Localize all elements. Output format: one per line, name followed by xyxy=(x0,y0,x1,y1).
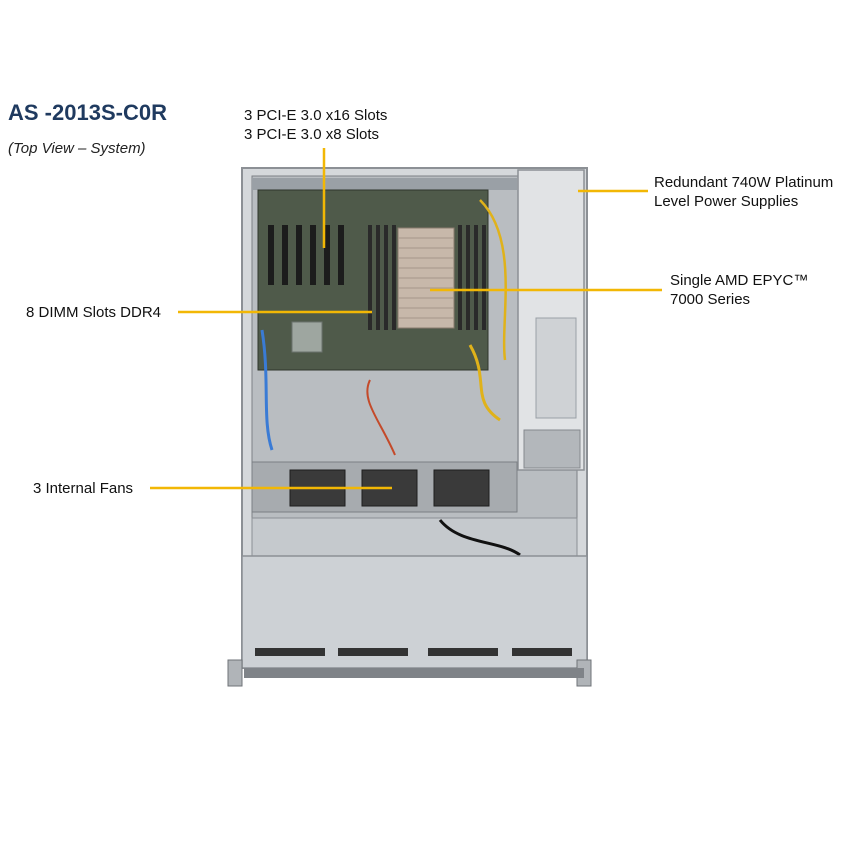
view-subtitle: (Top View – System) xyxy=(8,140,146,157)
front-handle-left xyxy=(227,659,243,687)
drive-backplane xyxy=(251,517,578,557)
chipset-heatsink xyxy=(291,321,323,353)
cpu-label-line1: Single AMD EPYC™ xyxy=(670,272,809,289)
dimm-slots xyxy=(368,225,486,330)
model-title: AS -2013S-C0R xyxy=(8,100,167,125)
dimm-slots-label: 8 DIMM Slots DDR4 xyxy=(26,304,162,321)
pcie-label-line1: 3 PCI-E 3.0 x16 Slots xyxy=(244,107,388,124)
pcie-label-line2: 3 PCI-E 3.0 x8 Slots xyxy=(244,126,380,143)
power-supplies-label: Redundant 740W Platinum Level Power Supp… xyxy=(654,173,833,211)
internal-fans-label: 3 Internal Fans xyxy=(33,480,134,497)
cpu-label: Single AMD EPYC™ 7000 Series xyxy=(670,271,808,309)
pcie-slots xyxy=(268,225,344,285)
pcie-slots-label: 3 PCI-E 3.0 x16 Slots 3 PCI-E 3.0 x8 Slo… xyxy=(244,106,387,144)
psu-label-line2: Level Power Supplies xyxy=(654,193,799,210)
cpu-label-line2: 7000 Series xyxy=(670,291,751,308)
rear-io-strip xyxy=(252,178,517,190)
leader-lines xyxy=(150,148,662,490)
psu-label-line1: Redundant 740W Platinum xyxy=(654,174,834,191)
